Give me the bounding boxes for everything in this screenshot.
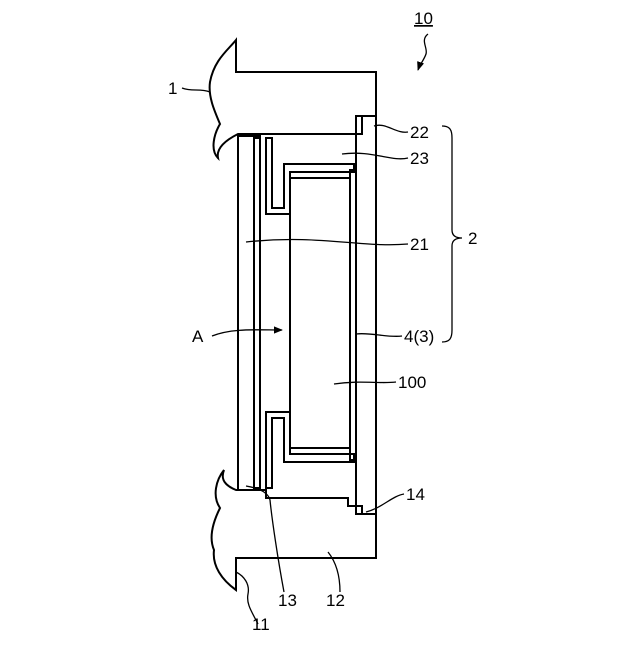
label-10: 10: [414, 9, 433, 28]
leader-21: [246, 239, 408, 244]
label-13: 13: [278, 591, 297, 610]
leader-1: [182, 88, 210, 92]
label-21: 21: [410, 235, 429, 254]
label-14: 14: [406, 485, 425, 504]
leader-A: [212, 330, 282, 336]
center-panel-100: [290, 178, 350, 448]
leader-14: [366, 494, 404, 512]
label-12: 12: [326, 591, 345, 610]
leader-4-3: [356, 334, 402, 337]
outer-side-wall: [238, 136, 260, 490]
bracket-2: [442, 126, 462, 342]
label-23: 23: [410, 149, 429, 168]
label-A: A: [192, 327, 204, 346]
leader-22: [374, 125, 408, 132]
label-22: 22: [410, 123, 429, 142]
label-1: 1: [168, 79, 177, 98]
label-4-3: 4(3): [404, 327, 434, 346]
upper-frame-23: [266, 138, 354, 214]
housing-upper-wall: [210, 40, 376, 158]
leader-13: [246, 486, 284, 592]
cover-plate-22: [356, 116, 376, 514]
label-2: 2: [468, 229, 477, 248]
leader-100: [334, 382, 396, 384]
lower-frame: [266, 412, 354, 488]
leader-10: [418, 34, 428, 70]
label-100: 100: [398, 373, 426, 392]
label-11: 11: [252, 615, 270, 634]
left-lining-layer: [254, 138, 260, 488]
